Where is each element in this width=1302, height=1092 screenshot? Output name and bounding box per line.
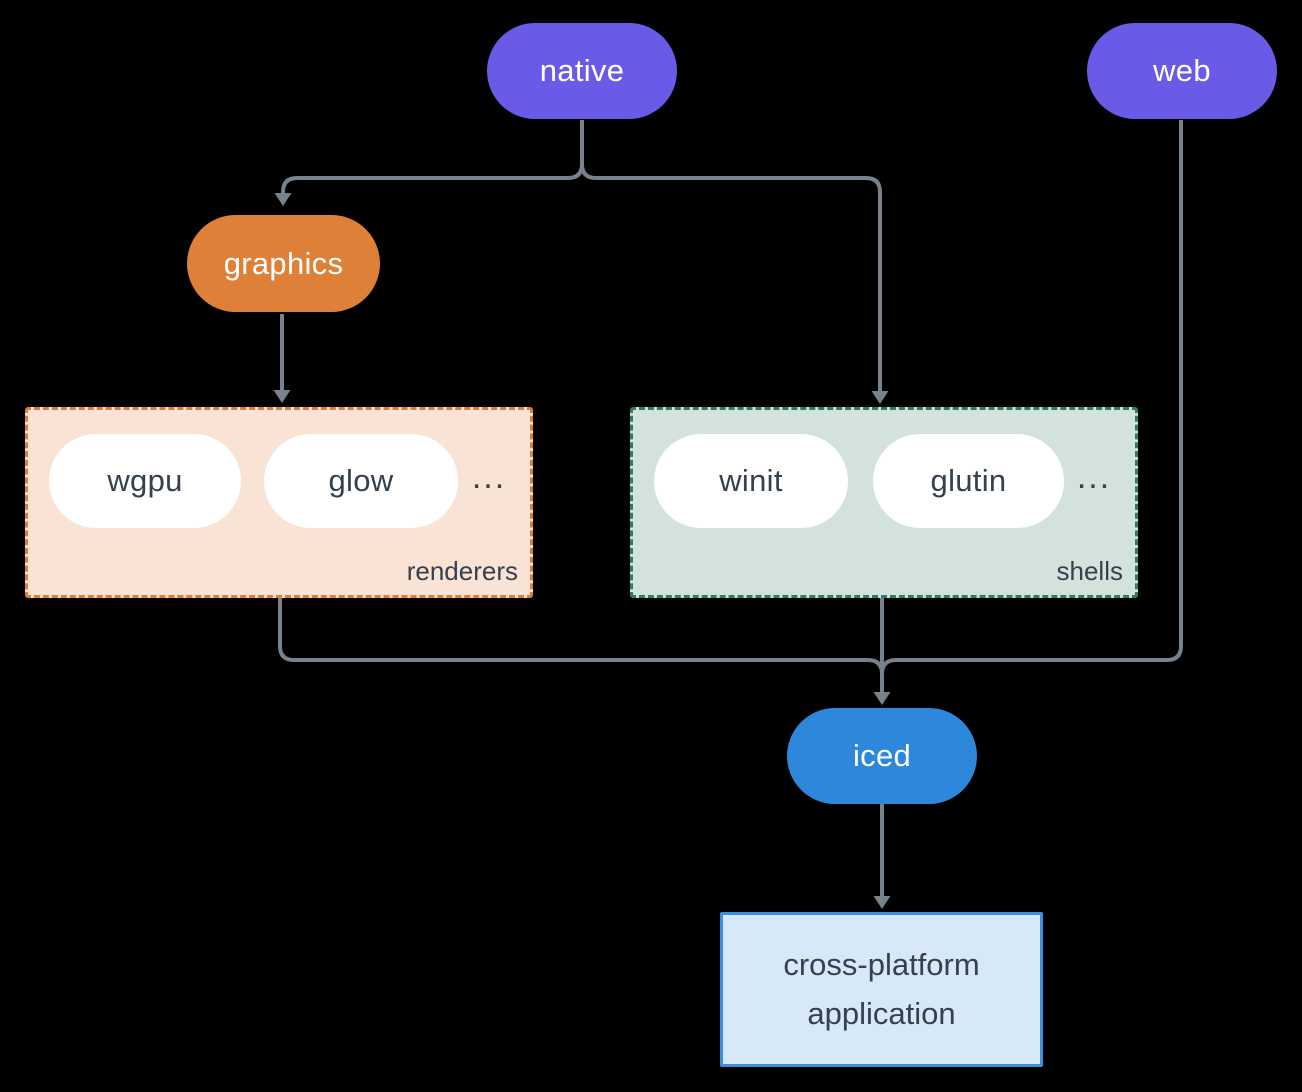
edge-native-shells xyxy=(580,120,882,391)
group-shells: winit glutin ... shells xyxy=(630,407,1138,598)
edge-renderers-iced xyxy=(278,598,884,692)
node-graphics-label: graphics xyxy=(223,245,344,281)
edge-native-graphics xyxy=(281,120,584,193)
arrowhead-native-graphics xyxy=(274,193,292,206)
shells-ellipsis: ... xyxy=(1076,458,1112,496)
node-application: cross-platform application xyxy=(720,912,1043,1067)
node-glutin-label: glutin xyxy=(930,463,1007,498)
node-iced: iced xyxy=(787,708,977,804)
node-glow: glow xyxy=(264,434,458,528)
node-graphics: graphics xyxy=(187,215,380,312)
node-winit: winit xyxy=(654,434,848,528)
shells-group-label: shells xyxy=(1056,556,1123,586)
arrowhead-native-shells xyxy=(871,391,889,404)
renderers-group-label: renderers xyxy=(406,556,518,586)
arrowhead-iced-application xyxy=(873,896,891,909)
node-glow-label: glow xyxy=(328,463,394,498)
node-wgpu-label: wgpu xyxy=(107,463,183,498)
node-application-label: cross-platform application xyxy=(783,947,980,1031)
node-glutin: glutin xyxy=(873,434,1064,528)
group-renderers: wgpu glow ... renderers xyxy=(25,407,533,598)
node-native: native xyxy=(487,23,677,119)
node-web: web xyxy=(1087,23,1277,119)
node-winit-label: winit xyxy=(719,463,783,498)
edge-web-iced xyxy=(880,120,1183,692)
node-web-label: web xyxy=(1153,53,1211,88)
node-wgpu: wgpu xyxy=(49,434,241,528)
node-native-label: native xyxy=(539,53,625,88)
node-iced-label: iced xyxy=(852,738,912,773)
renderers-ellipsis: ... xyxy=(471,458,507,496)
arrowhead-graphics-renderers xyxy=(273,390,291,403)
arrowhead-merge-iced xyxy=(873,692,891,705)
